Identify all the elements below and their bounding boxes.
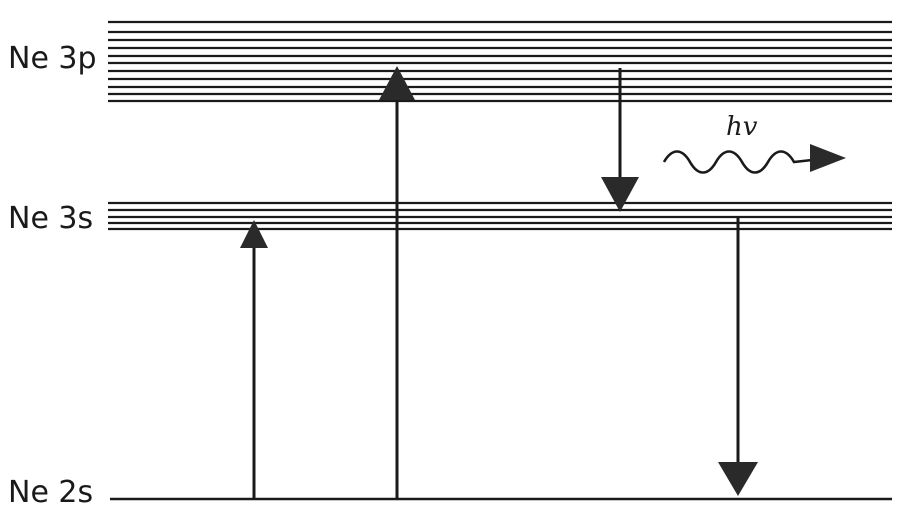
level-label-ne3s: Ne 3s (8, 201, 93, 236)
ne3s-band (108, 201, 892, 231)
photon-label: hv (726, 112, 758, 142)
transition-arrow-3s-2s (718, 216, 758, 496)
arrow-head (379, 66, 415, 100)
transition-arrow-3p-3s (601, 68, 639, 212)
level-label-ne2s: Ne 2s (8, 475, 93, 510)
excitation-arrow-ne3s (240, 220, 268, 499)
arrow-head (240, 220, 268, 248)
arrow-head (718, 462, 758, 496)
photon-emission: hv (662, 112, 846, 174)
photon-arrow-head (810, 144, 846, 172)
excitation-arrow-ne3p (379, 66, 415, 499)
ne3p-band (108, 20, 892, 103)
arrow-head (601, 177, 639, 212)
level-label-ne3p: Ne 3p (8, 41, 97, 76)
photon-wave (662, 150, 813, 174)
